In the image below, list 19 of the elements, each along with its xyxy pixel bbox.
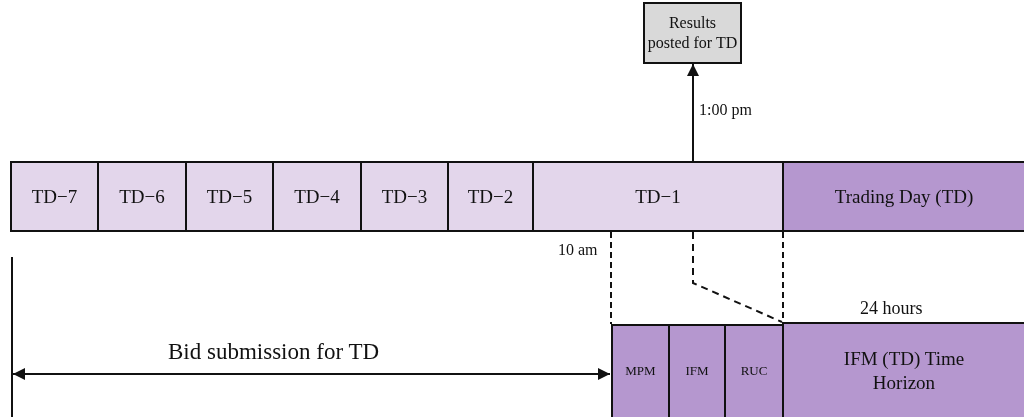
edge-label: 1:00 pm <box>699 101 752 119</box>
arrow <box>687 63 699 162</box>
day-cell: TD−7 <box>10 161 99 232</box>
day-cell: TD−3 <box>360 161 449 232</box>
market-process-box: RUC <box>724 324 784 417</box>
time-label: 10 am <box>558 241 598 259</box>
day-cell: TD−1 <box>532 161 784 232</box>
day-cell: TD−6 <box>97 161 187 232</box>
day-cell: TD−5 <box>185 161 274 232</box>
connector-line <box>692 231 783 323</box>
market-process-box: MPM <box>611 324 670 417</box>
day-cell: TD−4 <box>272 161 362 232</box>
market-process-box: IFM <box>668 324 726 417</box>
day-cell: TD−2 <box>447 161 534 232</box>
time-horizon-box: IFM (TD) Time Horizon <box>782 322 1024 417</box>
span-label: Bid submission for TD <box>168 339 380 365</box>
duration-label: 24 hours <box>860 298 923 319</box>
result-box: Results posted for TD <box>643 2 742 64</box>
trading-day-cell: Trading Day (TD) <box>782 161 1024 232</box>
